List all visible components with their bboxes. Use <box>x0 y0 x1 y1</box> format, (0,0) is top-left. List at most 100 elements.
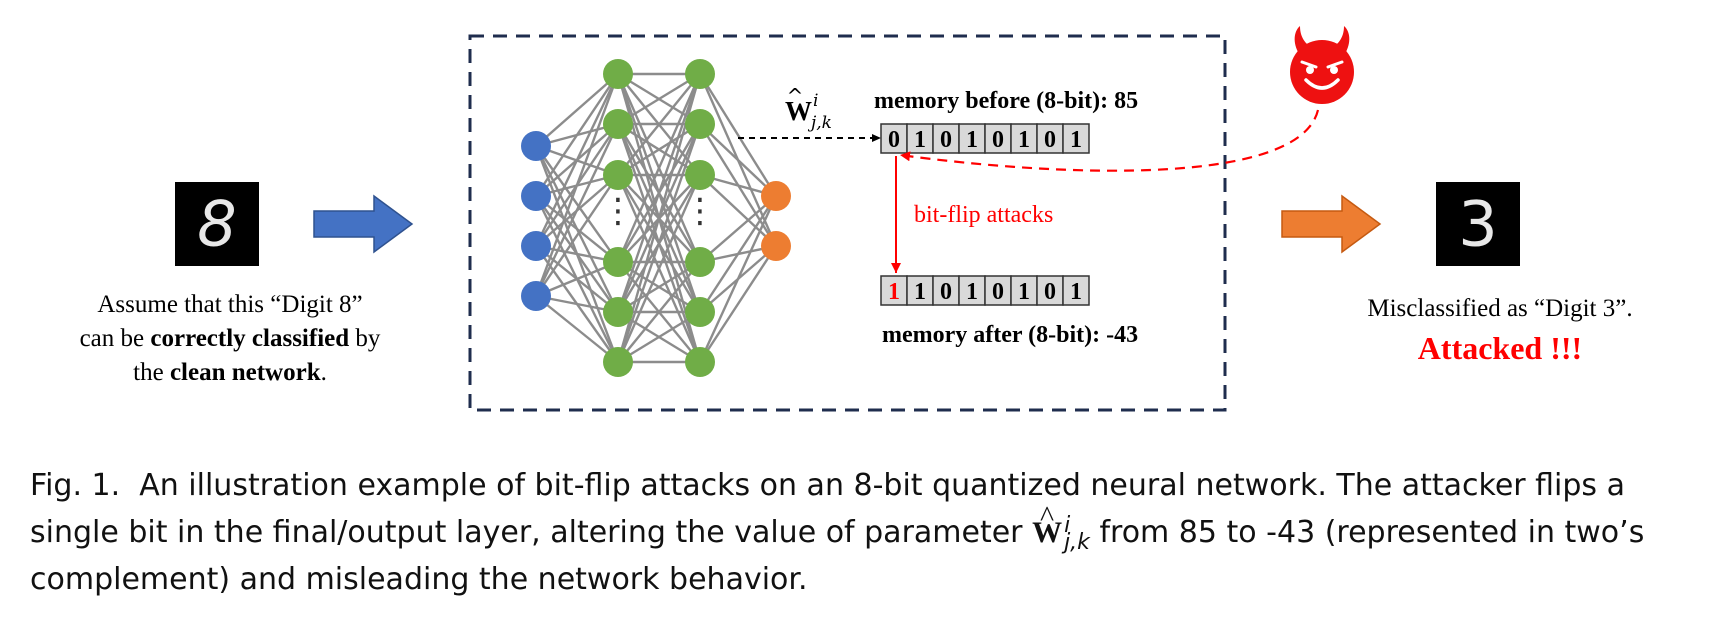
network-edge <box>534 73 620 247</box>
network-node-layer-2 <box>603 347 633 377</box>
network-node-layer-2 <box>603 297 633 327</box>
bit-value: 1 <box>1070 279 1082 305</box>
weight-subscript: j,k <box>807 113 832 133</box>
network-edge <box>617 260 701 314</box>
bit-cell <box>932 123 960 154</box>
caption-weight-base: W <box>1032 516 1063 549</box>
weight-hat: ^ <box>787 84 804 108</box>
attacker-dashed-curve <box>899 109 1320 172</box>
network-edge <box>616 73 702 263</box>
network-node-layer-3 <box>685 347 715 377</box>
bit-cell <box>906 123 934 154</box>
network-edge <box>699 174 777 247</box>
bit-value: 1 <box>1018 279 1030 305</box>
network-node-layer-2 <box>603 247 633 277</box>
bit-value: 1 <box>914 279 926 305</box>
caption-text-1: An illustration example of bit-flip atta… <box>30 468 1625 550</box>
network-edge <box>535 73 619 197</box>
bit-value: 1 <box>1070 127 1082 153</box>
bit-value: 0 <box>888 127 900 153</box>
bit-flip-diagram: 8 ⋮ ⋮ ^ W i j,k memory before (8-bit): 8… <box>175 26 1520 412</box>
caption-weight-subscript: j,k <box>1064 529 1090 555</box>
network-edge <box>534 73 620 297</box>
figure-number: Fig. 1. <box>30 468 121 503</box>
network-node-layer-2 <box>603 59 633 89</box>
line2-pre: can be <box>79 325 151 352</box>
network-node-layer-2 <box>603 160 633 190</box>
bit-value: 0 <box>992 279 1004 305</box>
line3-pre: the <box>133 359 170 386</box>
caption-weight-hat: ^ <box>1040 500 1055 533</box>
network-node-layer-4 <box>761 181 791 211</box>
bit-cell <box>1062 275 1090 306</box>
network-edge <box>699 123 777 197</box>
bit-value: 0 <box>940 127 952 153</box>
misclassified-text: Misclassified as “Digit 3”. <box>1367 295 1633 322</box>
devil-attacker-icon <box>1290 26 1354 104</box>
bit-value: 1 <box>1018 127 1030 153</box>
network-edge <box>616 73 702 313</box>
correctly-classified-bold: correctly classified <box>150 325 350 352</box>
figure-caption: Fig. 1. An illustration example of bit-f… <box>30 462 1710 603</box>
bit-value: 0 <box>992 127 1004 153</box>
network-node-layer-3 <box>685 160 715 190</box>
caption-text-2: from 85 to -43 (represented in two’s com… <box>30 515 1645 597</box>
bit-cell <box>880 123 908 154</box>
network-edge <box>698 245 778 363</box>
weight-superscript: i <box>813 91 818 111</box>
network-node-layer-1 <box>521 131 551 161</box>
network-node-layer-3 <box>685 247 715 277</box>
network-edge <box>698 195 778 313</box>
network-edge <box>535 195 619 263</box>
input-description-line-2: can be correctly classified by <box>40 322 420 356</box>
network-edge <box>535 174 619 297</box>
network-edge <box>616 123 702 363</box>
network-edge <box>699 195 777 263</box>
caption-weight-superscript: i <box>1064 512 1071 538</box>
bit-cell <box>906 275 934 306</box>
output-description: Misclassified as “Digit 3”. Attacked !!! <box>1320 292 1680 368</box>
bit-value: 1 <box>914 127 926 153</box>
network-edge <box>698 73 778 197</box>
network-node-layer-4 <box>761 231 791 261</box>
bit-value: 0 <box>1044 279 1056 305</box>
network-node-layer-1 <box>521 231 551 261</box>
output-digit-image: 3 <box>1436 182 1520 266</box>
line3-post: . <box>320 359 327 386</box>
network-edge <box>617 261 701 363</box>
input-digit-image: 8 <box>175 182 259 266</box>
ellipsis-layer-3: ⋮ <box>683 191 717 231</box>
bit-value: 0 <box>940 279 952 305</box>
network-edge <box>534 123 620 297</box>
network-edge <box>617 73 701 176</box>
network-edges <box>534 72 778 364</box>
network-edge <box>617 122 701 177</box>
memory-before-label: memory before (8-bit): 85 <box>874 88 1138 114</box>
caption-weight-symbol: ^W <box>1032 500 1063 556</box>
network-edge <box>535 145 619 263</box>
input-description-line-1: Assume that this “Digit 8” <box>97 291 363 318</box>
memory-after-label: memory after (8-bit): -43 <box>882 322 1138 348</box>
input-description-line-3: the clean network. <box>40 356 420 390</box>
network-node-layer-2 <box>603 109 633 139</box>
input-digit-glyph: 8 <box>197 188 236 261</box>
network-node-layer-1 <box>521 181 551 211</box>
attacked-text: Attacked !!! <box>1417 330 1583 366</box>
network-edge <box>535 73 619 147</box>
weight-symbol: ^ W i j,k <box>785 84 832 133</box>
weight-base: W <box>785 96 812 126</box>
network-node-layer-3 <box>685 297 715 327</box>
orange-arrow-icon <box>1281 194 1382 254</box>
clean-network-bold: clean network <box>169 359 321 386</box>
network-node-layer-3 <box>685 59 715 89</box>
bit-cell <box>984 123 1012 154</box>
bit-value: 1 <box>966 279 978 305</box>
bit-value: 1 <box>966 127 978 153</box>
bit-cell <box>1062 123 1090 154</box>
network-edge <box>617 72 701 126</box>
network-node-layer-1 <box>521 281 551 311</box>
blue-arrow-icon <box>313 194 414 254</box>
